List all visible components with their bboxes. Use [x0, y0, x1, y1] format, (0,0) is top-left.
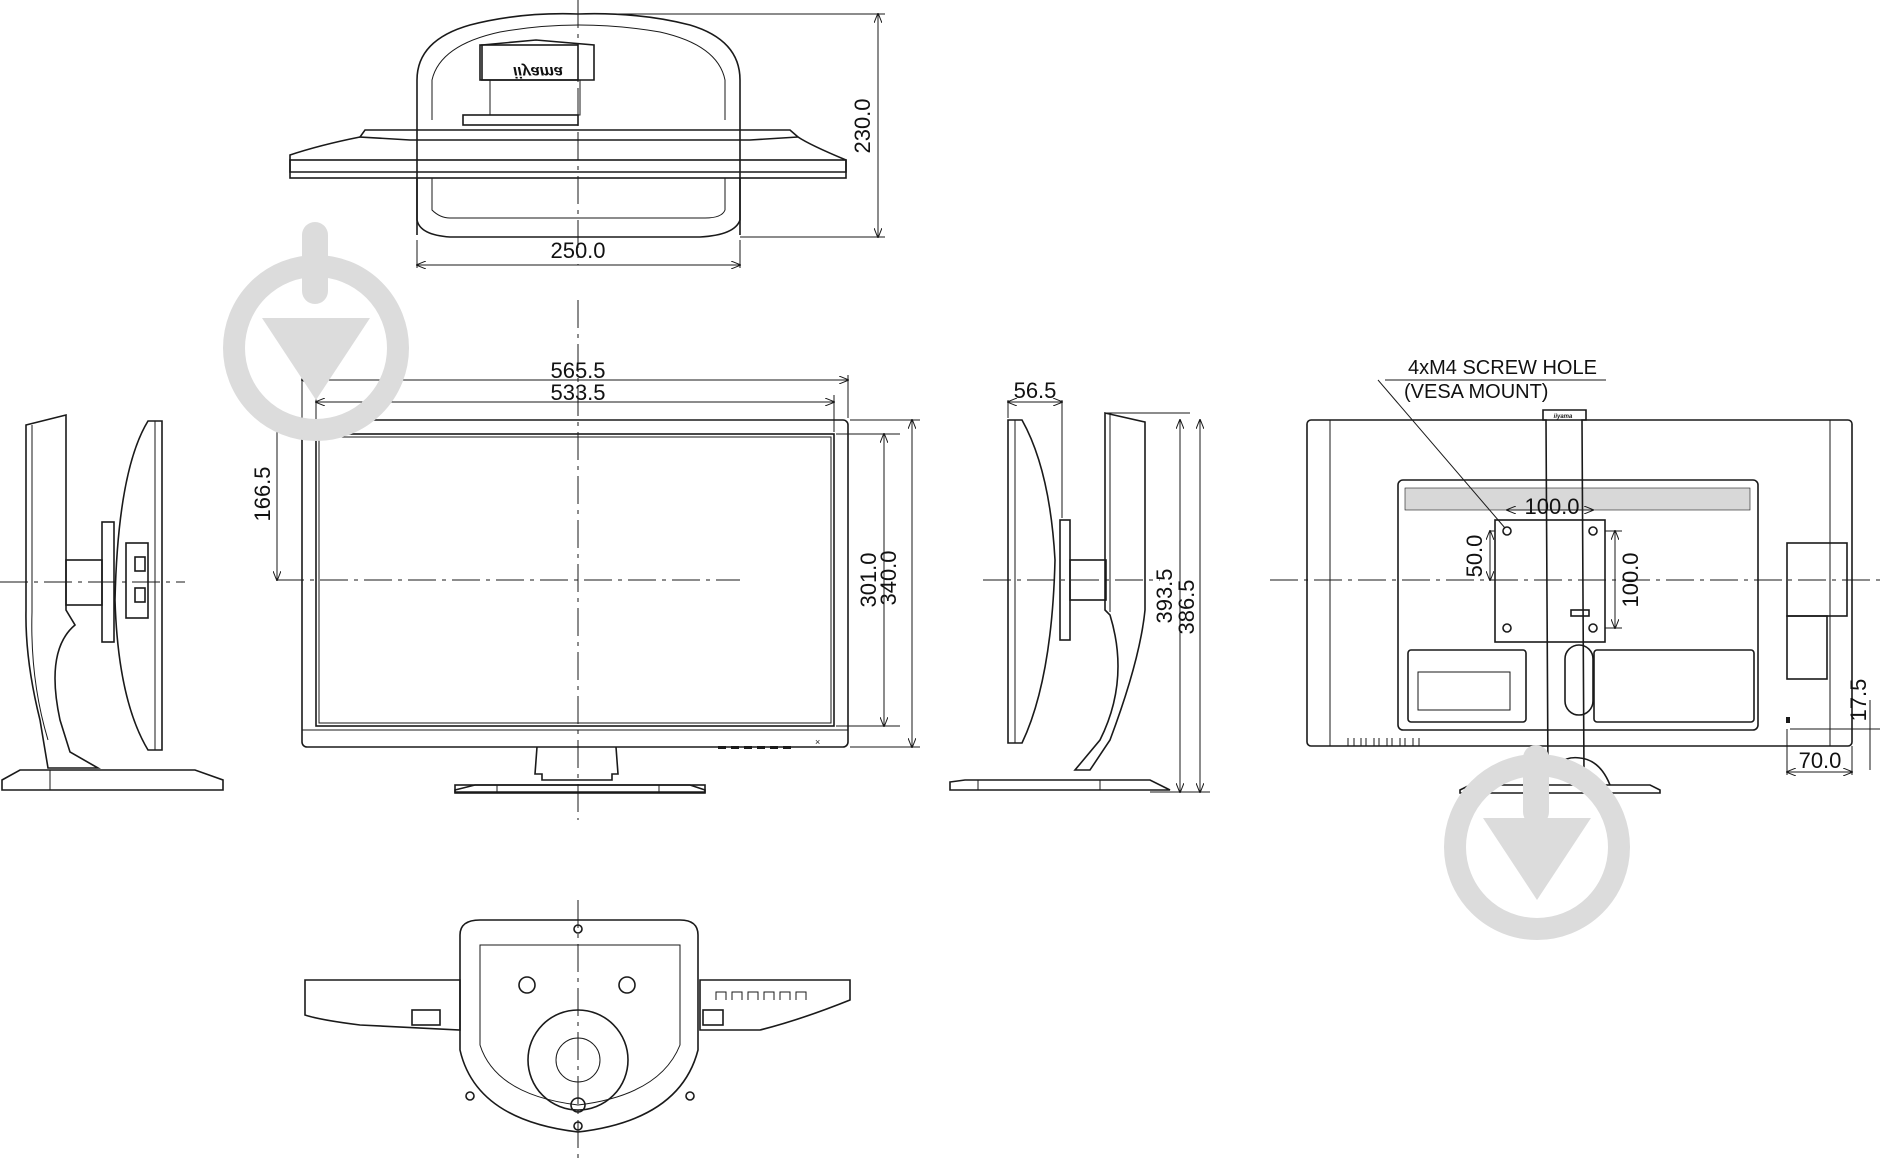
dim-vesa-vertical: 100.0 [1618, 552, 1643, 607]
right-side-view: 56.5 393.5 386.5 [949, 378, 1210, 792]
front-buttons: × [718, 737, 820, 749]
dim-vesa-horizontal: 100.0 [1524, 494, 1579, 519]
dim-screen-height: 301.0 [856, 552, 881, 607]
dim-overall-width: 565.5 [550, 358, 605, 383]
bottom-view [304, 900, 851, 1159]
dim-stand-height: 386.5 [1174, 579, 1199, 634]
left-side-view [0, 413, 224, 791]
watermark-icon-bottom-right [1444, 745, 1630, 940]
top-view: iiyama 250.0 230.0 [289, 0, 885, 268]
dim-screen-width: 533.5 [550, 380, 605, 405]
dim-max-height: 393.5 [1152, 568, 1177, 623]
watermark-icon-top-left [223, 222, 409, 441]
front-view: × 565.5 533.5 166.5 301.0 340.0 [250, 300, 920, 820]
dim-panel-height: 340.0 [876, 550, 901, 605]
brand-logo-back: iiyama [1554, 414, 1573, 420]
svg-text:×: × [815, 737, 820, 747]
callout-vesa-line1: 4xM4 SCREW HOLE [1408, 357, 1597, 379]
dim-side-port-h: 70.0 [1799, 748, 1842, 773]
bottom-buttons [715, 991, 807, 1000]
back-view: iiyama 4xM4 SCREW HOLE (VESA MOUNT) 100.… [1270, 357, 1880, 794]
callout-vesa-line2: (VESA MOUNT) [1404, 381, 1548, 403]
dim-side-port-v: 17.5 [1846, 679, 1871, 722]
back-buttons [1347, 738, 1420, 746]
dim-vesa-offset: 50.0 [1462, 535, 1487, 578]
dim-depth: 230.0 [850, 98, 875, 153]
brand-logo: iiyama [513, 63, 563, 80]
dim-center-height: 166.5 [250, 466, 275, 521]
dim-panel-depth: 56.5 [1014, 378, 1057, 403]
dim-stand-width: 250.0 [550, 238, 605, 263]
